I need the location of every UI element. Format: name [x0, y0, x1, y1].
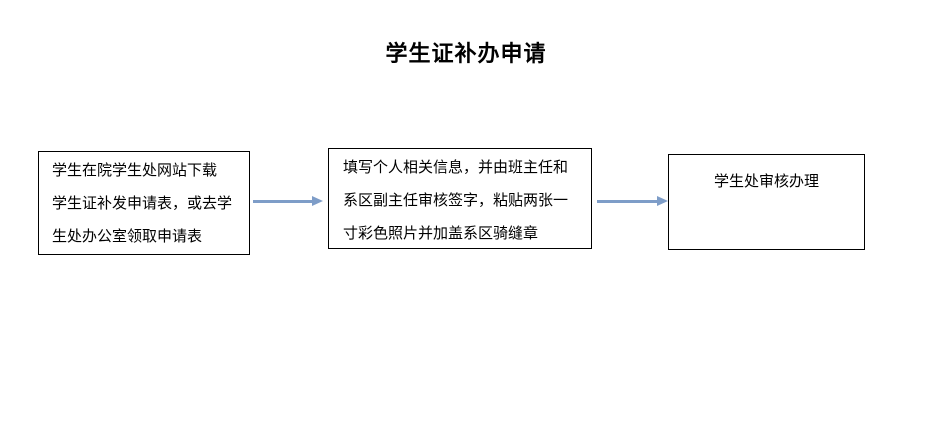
flow-step-3-text: 学生处审核办理	[713, 174, 819, 190]
flow-step-1-text: 学生在院学生处网站下载 学生证补发申请表，或去学 生处办公室领取申请表	[52, 163, 233, 245]
arrow-right-connector-step2-step3	[597, 196, 668, 206]
diagram-title: 学生证补办申请	[385, 41, 547, 66]
arrow-right-connector-step1-step2	[253, 196, 323, 206]
flow-step-3: 学生处审核办理	[668, 154, 865, 250]
flow-step-1: 学生在院学生处网站下载 学生证补发申请表，或去学 生处办公室领取申请表	[38, 151, 250, 255]
flow-step-2-text: 填写个人相关信息，并由班主任和 系区副主任审核签字，粘贴两张一 寸彩色照片并加盖…	[343, 160, 569, 242]
flow-step-2: 填写个人相关信息，并由班主任和 系区副主任审核签字，粘贴两张一 寸彩色照片并加盖…	[328, 148, 592, 249]
